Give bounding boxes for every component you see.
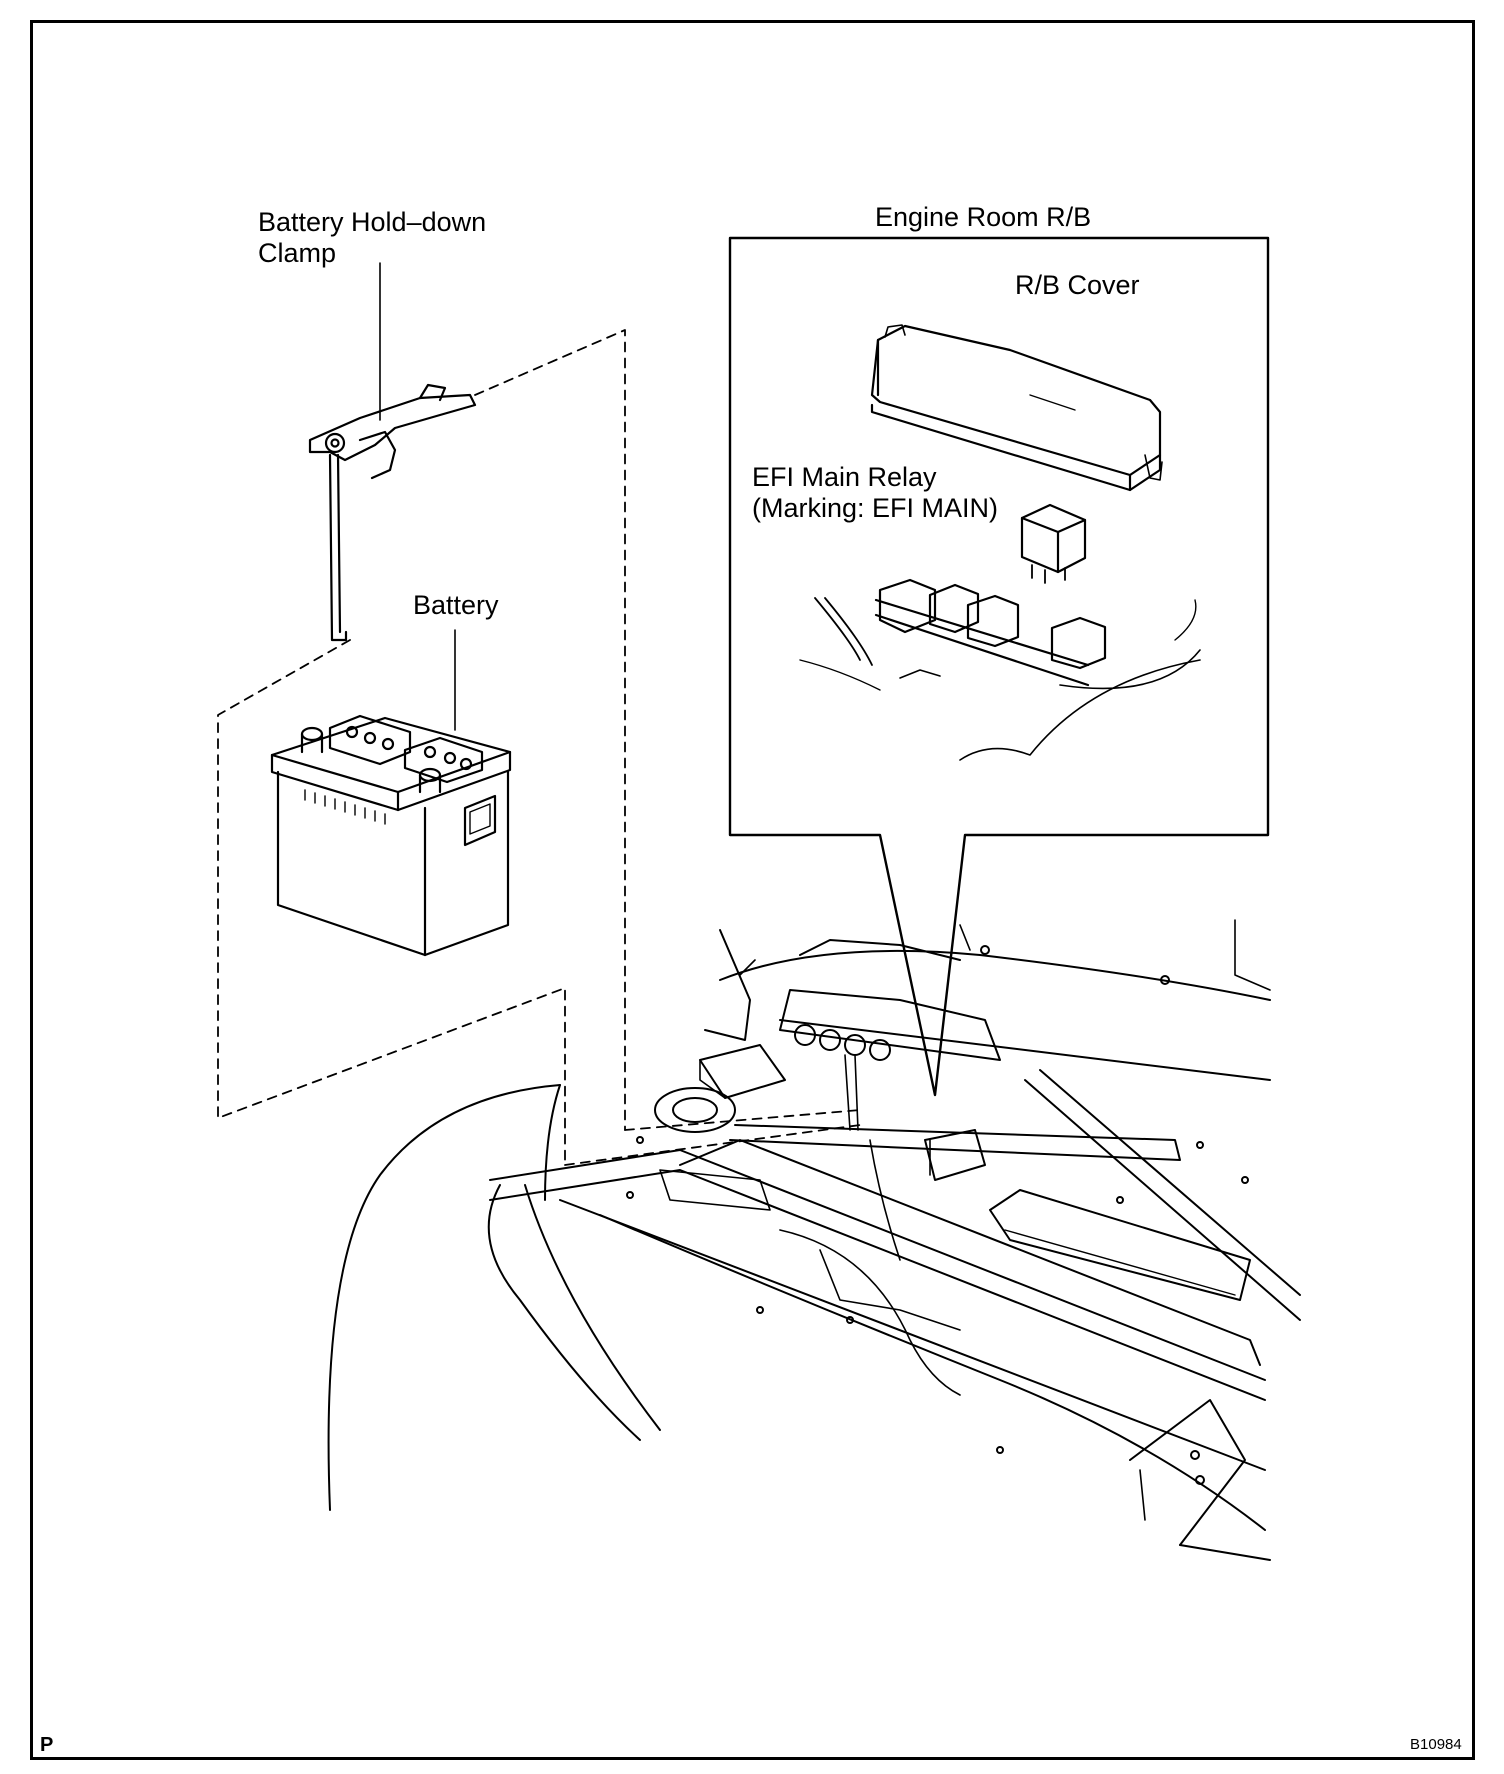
efi-main-relay — [1020, 503, 1087, 584]
engine-compartment-drawing — [327, 919, 1301, 1561]
battery-hold-down-clamp — [308, 383, 477, 642]
rb-detail-callout — [728, 236, 1270, 1097]
rb-cover — [870, 324, 1163, 492]
battery-clamp-label-line2: Clamp — [258, 238, 337, 268]
battery-clamp-label-line1: Battery Hold–down — [258, 207, 487, 237]
figure-frame — [30, 20, 1475, 1760]
figure-code: B10984 — [1410, 1736, 1462, 1753]
engine-room-rb-label: Engine Room R/B — [875, 202, 1092, 232]
relay-block — [799, 578, 1201, 761]
battery-body — [270, 714, 512, 957]
efi-relay-label-line1: EFI Main Relay — [752, 462, 937, 492]
rb-cover-label: R/B Cover — [1015, 270, 1140, 300]
page-mark: P — [40, 1734, 54, 1756]
efi-main-relay-label: EFI Main Relay (Marking: EFI MAIN) — [752, 462, 998, 524]
efi-relay-label-line2: (Marking: EFI MAIN) — [752, 493, 999, 523]
battery-label: Battery — [413, 590, 499, 620]
battery-hold-down-clamp-label: Battery Hold–down Clamp — [258, 207, 486, 269]
